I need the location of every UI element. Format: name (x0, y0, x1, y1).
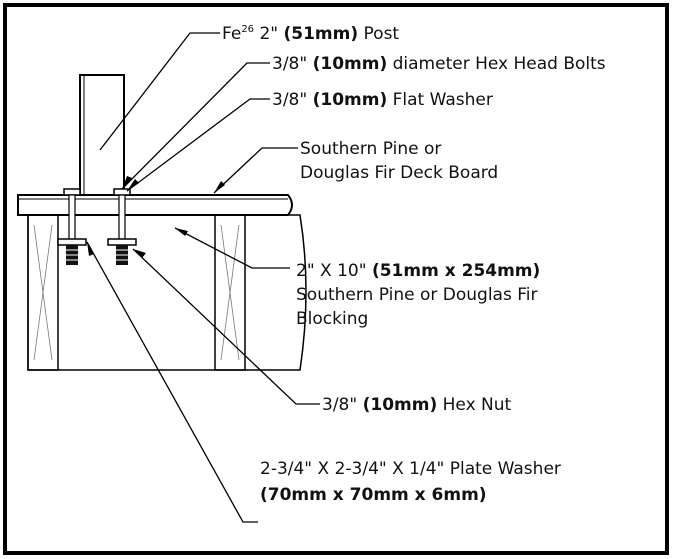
arrow-washer (127, 179, 139, 191)
arrow-blocking (175, 228, 188, 236)
leader-lines (86, 32, 320, 523)
label-deck-line2: Douglas Fir Deck Board (300, 163, 498, 183)
leader-washer (126, 98, 270, 192)
leader-arrowheads (87, 176, 225, 258)
label-hex-nut: 3/8" (10mm) Hex Nut (322, 395, 512, 415)
leader-hex-nut (132, 248, 320, 405)
label-blocking-line1: 2" X 10" (51mm x 254mm) (296, 261, 540, 281)
label-washer: 3/8" (10mm) Flat Washer (272, 90, 493, 110)
deck-board (17, 194, 293, 216)
blocking-body (27, 214, 307, 371)
deck-board-outline (17, 194, 293, 216)
leader-deck (213, 147, 298, 194)
label-blocking-line2: Southern Pine or Douglas Fir (296, 285, 537, 305)
drawing-border (3, 3, 669, 555)
post (79, 74, 125, 196)
flat-washer-left (63, 188, 81, 196)
label-blocking-line3: Blocking (296, 309, 368, 329)
arrow-plate-washer (87, 242, 94, 256)
leader-post (99, 32, 220, 151)
label-bolts: 3/8" (10mm) diameter Hex Head Bolts (272, 54, 606, 74)
label-plate-line1: 2-3/4" X 2-3/4" X 1/4" Plate Washer (260, 459, 561, 479)
post-outline (79, 74, 125, 196)
label-plate-line2: (70mm x 70mm x 6mm) (260, 485, 487, 505)
arrow-bolts (122, 176, 132, 189)
plate-washer-right (107, 238, 137, 246)
leader-plate-washer (86, 241, 258, 523)
bolt-shaft-left (68, 194, 76, 246)
arrow-hex-nut (133, 249, 146, 258)
label-deck-line1: Southern Pine or (300, 139, 441, 159)
hex-nuts (66, 245, 128, 265)
plate-washer-left (57, 238, 87, 246)
arrow-deck (214, 181, 225, 193)
label-post: Fe26 2" (51mm) Post (222, 24, 399, 44)
leader-blocking (174, 227, 290, 269)
leader-bolts (121, 62, 270, 190)
bolt-shaft-right (118, 194, 126, 246)
